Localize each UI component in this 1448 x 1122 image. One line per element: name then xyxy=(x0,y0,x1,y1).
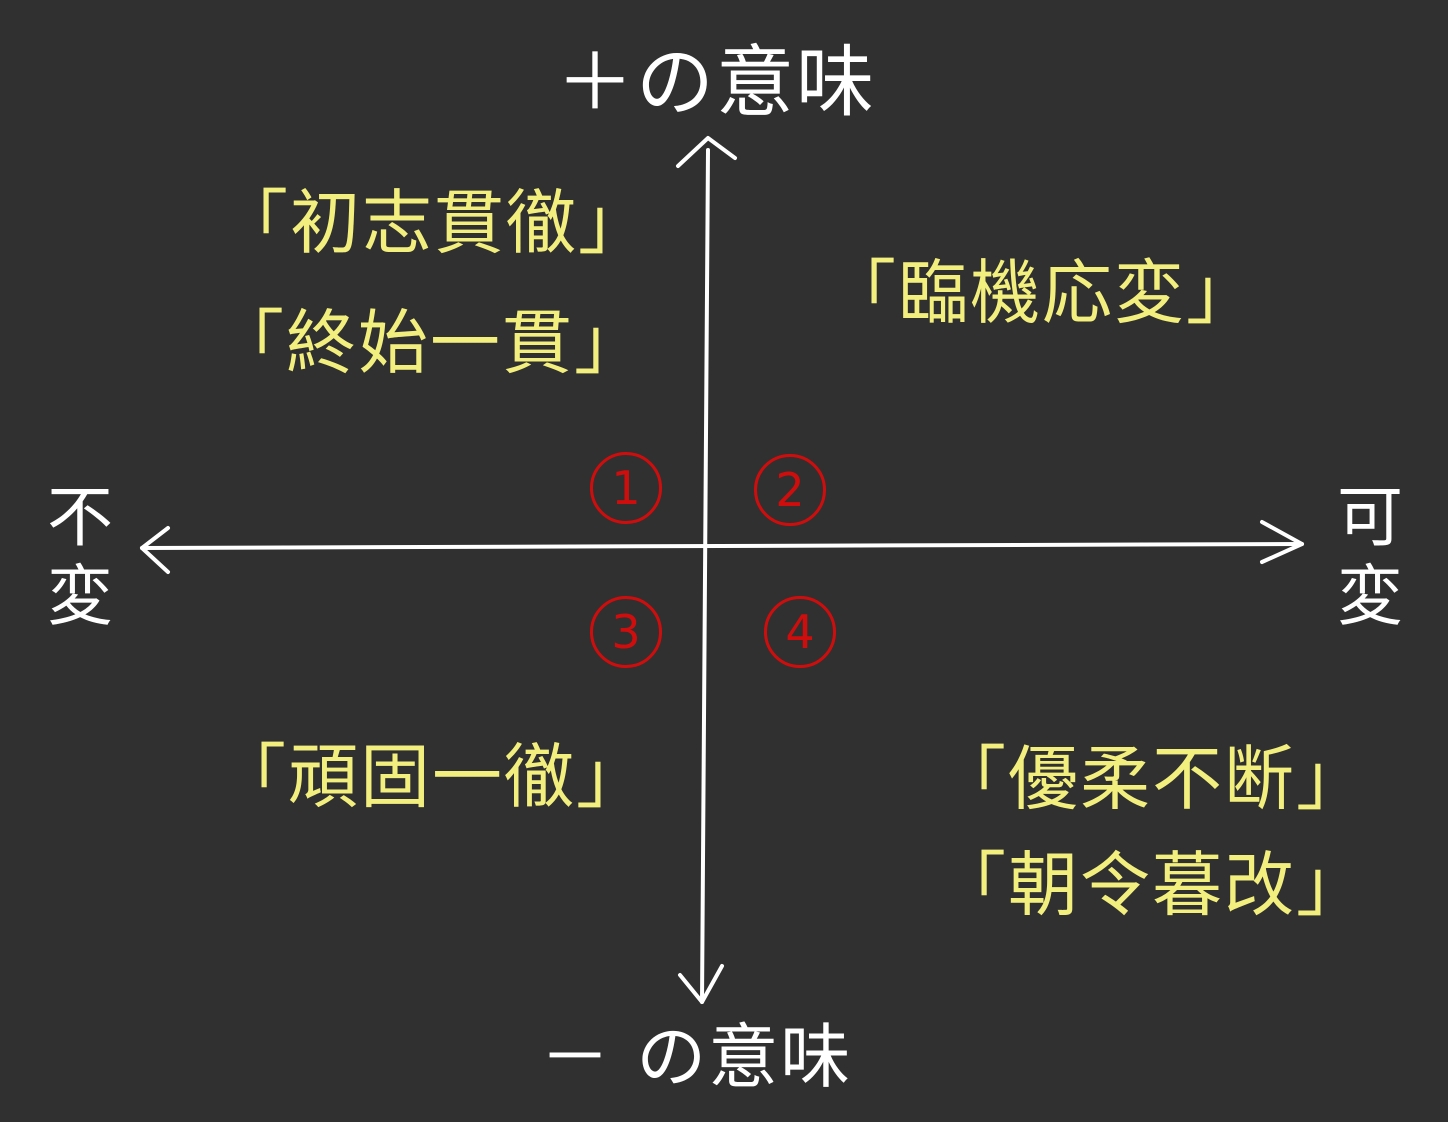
quadrant-2-phrase: 「臨機応変」 xyxy=(826,252,1258,334)
right-arrow-head xyxy=(1260,520,1304,564)
quadrant-4-phrase: 「朝令暮改」 xyxy=(936,844,1368,926)
quadrant-2-number: 2 xyxy=(754,454,826,526)
quadrant-3-number: 3 xyxy=(590,596,662,668)
vertical-axis-line xyxy=(700,148,710,1004)
quadrant-1-number: 1 xyxy=(590,452,662,524)
negative-meaning-label: － の意味 xyxy=(540,1016,853,1098)
quadrant-4-phrase: 「優柔不断」 xyxy=(936,738,1368,820)
positive-meaning-label: ＋の意味 xyxy=(556,38,877,128)
quadrant-1-phrase: 「初志貫徹」 xyxy=(218,182,650,264)
horizontal-axis-line xyxy=(140,542,1304,550)
unchanging-label: 不変 xyxy=(47,479,113,636)
quadrant-3-phrase: 「頑固一徹」 xyxy=(216,736,648,818)
up-arrow-head xyxy=(676,136,737,168)
quadrant-1-phrase: 「終始一貫」 xyxy=(214,302,646,384)
quadrant-4-number: 4 xyxy=(764,596,836,668)
changeable-label: 可変 xyxy=(1337,479,1403,636)
left-arrow-head xyxy=(140,526,170,574)
down-arrow-head xyxy=(678,964,724,1004)
